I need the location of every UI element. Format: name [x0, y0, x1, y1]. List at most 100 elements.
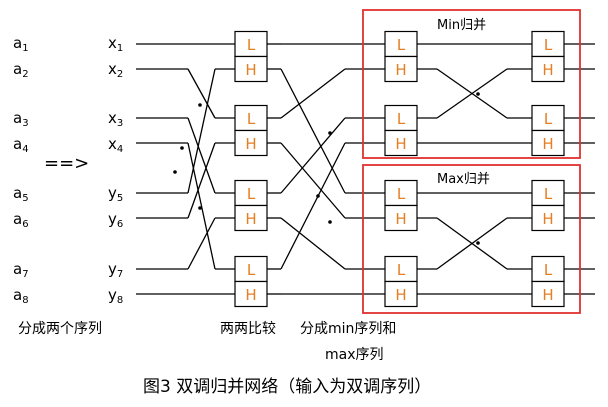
input-a-label: a3	[13, 109, 29, 129]
comparator-high-letter: H	[542, 61, 553, 79]
comparator-low-letter: L	[397, 110, 406, 128]
comparator-high-letter: H	[245, 286, 256, 304]
comparator-stage3: LH	[531, 179, 565, 232]
comparator-low-letter: L	[247, 36, 256, 54]
comparator-low-letter: L	[397, 261, 406, 279]
comparator-low-cell	[531, 255, 565, 283]
split-caption: 分成两个序列	[18, 321, 102, 337]
input-y-label: y7	[108, 260, 124, 280]
comparator-low-cell	[531, 104, 565, 132]
comparator-low-cell	[384, 30, 418, 58]
comparator-high-letter: H	[245, 61, 256, 79]
input-y-label: y8	[108, 286, 124, 306]
wire-crossing-dot	[173, 170, 177, 174]
comparator-high-letter: H	[395, 61, 406, 79]
stage2-wire	[280, 68, 346, 194]
input-y-label: y5	[108, 184, 124, 204]
input-x-label: x1	[108, 34, 124, 54]
wire-crossing-dot	[198, 206, 202, 210]
max-merge-title: Max归并	[437, 172, 490, 187]
comparator-stage1: LH	[234, 179, 268, 232]
comparator-low-letter: L	[247, 261, 256, 279]
comparator-stage2: LH	[384, 255, 418, 308]
comparator-stage1: LH	[234, 104, 268, 157]
comparator-high-letter: H	[245, 135, 256, 153]
wire-crossing-dot	[316, 194, 320, 198]
comparator-low-letter: L	[544, 185, 553, 203]
comparator-low-letter: L	[397, 185, 406, 203]
min-merge-title: Min归并	[437, 18, 487, 33]
wire-crossing-dot	[476, 241, 480, 245]
comparator-high-letter: H	[542, 286, 553, 304]
input-a-label: a5	[13, 184, 29, 204]
split-minmax-caption: 分成min序列和	[300, 321, 397, 337]
input-a-label: a4	[13, 135, 29, 155]
comparator-stage3: LH	[531, 255, 565, 308]
input-a-label: a8	[13, 286, 29, 306]
min-merge-group-border	[362, 9, 581, 159]
split-minmax-caption-line2: max序列	[325, 347, 384, 363]
figure-caption: 图3 双调归并网络（输入为双调序列）	[143, 377, 432, 397]
comparator-high-cell	[384, 204, 418, 232]
comparator-stage2: LH	[384, 30, 418, 83]
stage2-wire	[280, 142, 346, 219]
stage2-wire	[280, 217, 346, 270]
comparator-stage1: LH	[234, 30, 268, 83]
comparator-low-letter: L	[247, 110, 256, 128]
stage1-wire	[187, 217, 216, 270]
input-x-label: x4	[108, 135, 124, 155]
comparator-low-letter: L	[544, 110, 553, 128]
comparator-high-letter: H	[542, 210, 553, 228]
comparator-high-letter: H	[542, 135, 553, 153]
transform-arrow: ==>	[44, 153, 90, 174]
comparator-low-cell	[234, 30, 268, 58]
wire-crossing-dot	[180, 146, 184, 150]
input-a-label: a1	[13, 34, 29, 54]
comparator-high-cell	[384, 280, 418, 308]
comparator-stage3: LH	[531, 104, 565, 157]
stage1-wire	[187, 142, 216, 270]
comparator-low-letter: L	[247, 185, 256, 203]
comparator-high-cell	[234, 280, 268, 308]
comparator-low-cell	[234, 179, 268, 207]
input-a-label: a2	[13, 60, 29, 80]
comparator-high-cell	[384, 129, 418, 157]
comparator-low-letter: L	[544, 36, 553, 54]
stage1-wire	[187, 117, 216, 194]
stage1-wire	[187, 142, 216, 219]
max-merge-group-border	[362, 164, 581, 314]
comparator-stage3: LH	[531, 30, 565, 83]
input-x-label: x3	[108, 109, 124, 129]
comparator-high-cell	[531, 55, 565, 83]
comparator-high-cell	[531, 129, 565, 157]
stage3-wire	[436, 68, 508, 119]
comparator-high-cell	[384, 55, 418, 83]
comparator-low-cell	[234, 255, 268, 283]
comparator-low-cell	[531, 179, 565, 207]
pairwise-caption: 两两比较	[220, 321, 276, 337]
input-y-label: y6	[108, 210, 124, 230]
comparator-high-cell	[234, 55, 268, 83]
comparator-high-cell	[531, 204, 565, 232]
wire-crossing-dot	[328, 220, 332, 224]
stage2-wire	[280, 68, 346, 119]
wire-crossing-dot	[198, 103, 202, 107]
comparator-high-letter: H	[395, 210, 406, 228]
comparator-high-cell	[531, 280, 565, 308]
comparator-high-cell	[234, 204, 268, 232]
stage1-wire	[187, 68, 216, 194]
input-x-label: x2	[108, 60, 124, 80]
comparator-low-cell	[384, 179, 418, 207]
comparator-low-cell	[384, 104, 418, 132]
wire-crossing-dot	[328, 131, 332, 135]
comparator-stage1: LH	[234, 255, 268, 308]
comparator-low-letter: L	[397, 36, 406, 54]
input-a-label: a7	[13, 260, 29, 280]
stage2-wire	[280, 142, 346, 270]
comparator-high-letter: H	[395, 135, 406, 153]
comparator-high-cell	[234, 129, 268, 157]
comparator-stage2: LH	[384, 104, 418, 157]
